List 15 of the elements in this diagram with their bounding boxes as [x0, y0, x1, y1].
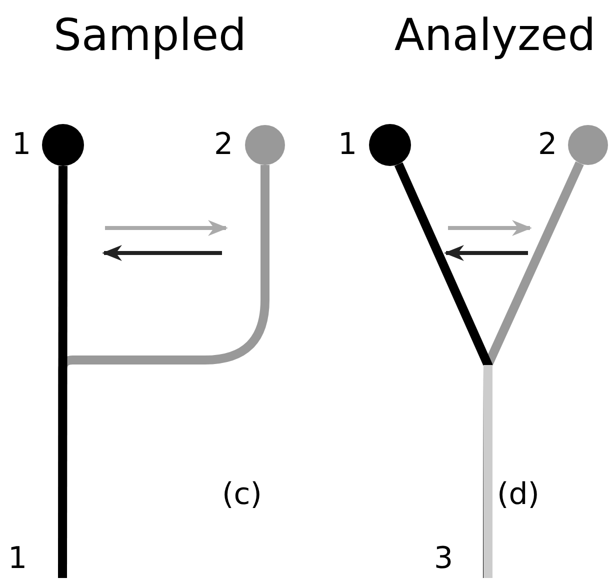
panel-label: (c): [222, 480, 262, 510]
node-number: 1: [338, 130, 358, 160]
node-number: 2: [538, 130, 558, 160]
panel-title: Sampled: [54, 14, 246, 58]
end-number: 1: [8, 544, 28, 578]
end-number: 3: [434, 544, 454, 578]
node-circle: [568, 125, 608, 165]
node-circle: [42, 124, 84, 166]
node-number: 1: [12, 130, 32, 160]
node-circle: [369, 124, 411, 166]
panel-title: Analyzed: [394, 14, 596, 58]
branch-line: [58, 166, 68, 578]
node-number: 2: [214, 130, 234, 160]
node-circle: [245, 125, 285, 165]
panel-label: (d): [497, 480, 540, 510]
